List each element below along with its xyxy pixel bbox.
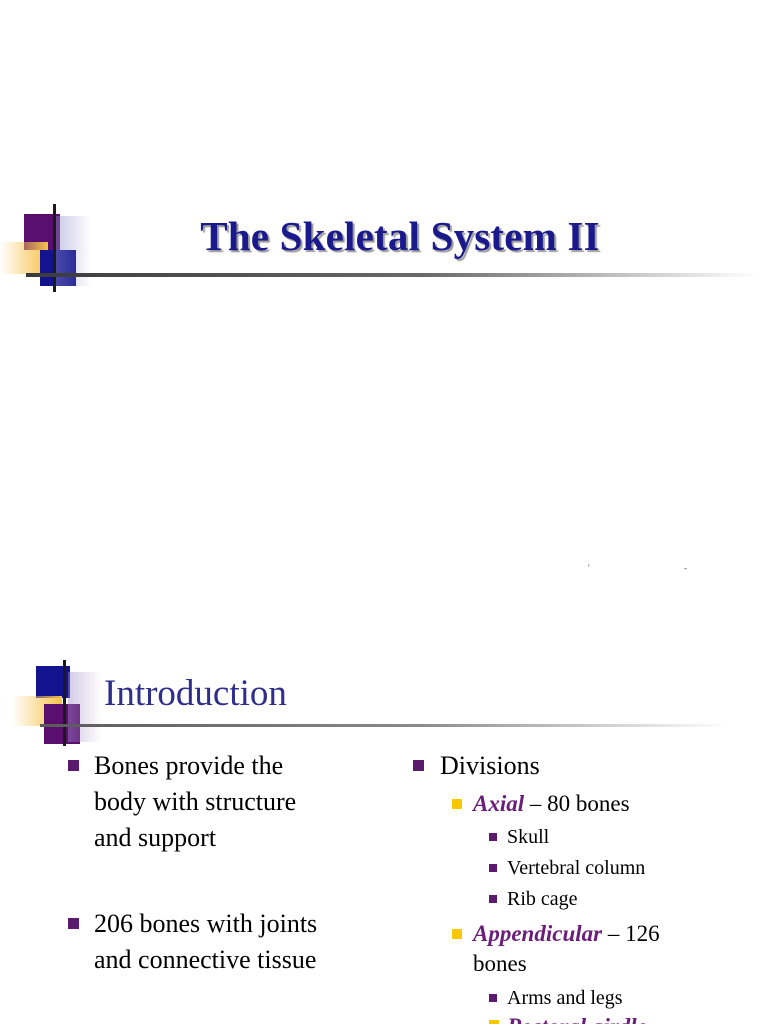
sub-sub-bullet-square: [489, 833, 497, 841]
slide-title: Introduction: [104, 673, 287, 714]
axial-line: Axial – 80 bones: [473, 789, 630, 819]
stray-mark: ': [588, 563, 590, 573]
bullet-line: body with structure: [94, 787, 297, 816]
bullet-text: 206 bones with joints and connective tis…: [94, 906, 317, 978]
sub-bullet-square: [452, 799, 462, 809]
bullet-square: [68, 918, 79, 929]
stray-mark: -: [684, 563, 687, 573]
bullet-text: Bones provide the body with structure an…: [94, 748, 296, 856]
list-item: Arms and legs: [507, 987, 623, 1009]
sub-sub-bullet-square: [489, 994, 497, 1002]
deco-navy-square: [40, 250, 76, 286]
intro-slide: Introduction Bones provide the body with…: [0, 600, 768, 1024]
bullet-line: and support: [94, 823, 217, 852]
appendicular-line: Appendicular – 126 bones: [473, 919, 660, 979]
sub-sub-bullet-square: [489, 895, 497, 903]
title-rule: [26, 273, 756, 277]
axial-term: Axial: [473, 791, 525, 816]
slide-title: The Skeletal System II: [200, 213, 600, 259]
title-slide: The Skeletal System II ' -: [0, 204, 756, 573]
appendicular-term: Appendicular: [473, 921, 603, 946]
title-rule: [40, 724, 730, 727]
sub-sub-bullet-square: [489, 864, 497, 872]
axial-count: – 80 bones: [524, 791, 630, 816]
pectoral-girdle-term: Pectoral girdle: [507, 1012, 647, 1024]
bullet-square: [413, 760, 424, 771]
list-item: Vertebral column: [507, 857, 646, 879]
appendicular-count-cont: bones: [473, 951, 527, 976]
deco-fade: [68, 672, 102, 742]
list-item: Rib cage: [507, 888, 578, 910]
list-item: Skull: [507, 826, 550, 848]
sub-sub-bullet-square: [489, 1020, 499, 1024]
appendicular-count: – 126: [602, 921, 660, 946]
sub-bullet-square: [452, 929, 462, 939]
deco-vertical-line: [63, 660, 66, 746]
deco-vertical-line: [53, 204, 56, 292]
bullet-line: 206 bones with joints: [94, 909, 318, 938]
bullet-line: Bones provide the: [94, 751, 284, 780]
bullet-square: [68, 760, 79, 771]
divisions-heading: Divisions: [440, 751, 540, 780]
bullet-line: and connective tissue: [94, 945, 317, 974]
